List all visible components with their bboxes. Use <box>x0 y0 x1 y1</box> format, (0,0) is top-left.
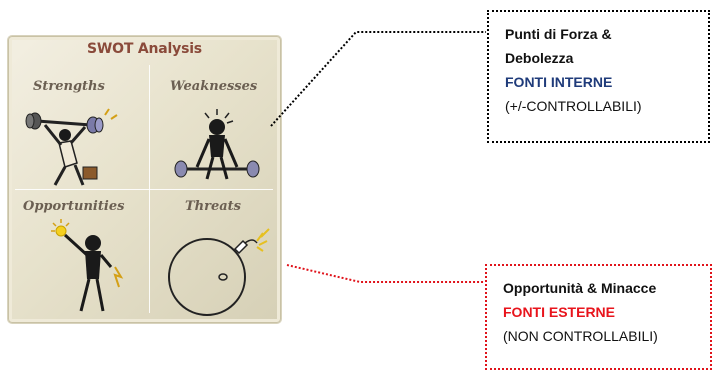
swot-card: SWOT Analysis Strengths Weaknesses Oppor… <box>8 36 281 323</box>
weaknesses-label: Weaknesses <box>170 79 258 94</box>
external-sources-heading: FONTI ESTERNE <box>503 304 616 320</box>
external-sources-box: Opportunità & Minacce FONTI ESTERNE (NON… <box>485 264 712 370</box>
internal-sources-box: Punti di Forza & Debolezza FONTI INTERNE… <box>487 10 710 143</box>
external-controllability: (NON CONTROLLABILI) <box>503 328 658 344</box>
bomb-icon <box>168 228 270 316</box>
opportunity-figure-icon <box>51 219 124 312</box>
threats-label: Threats <box>185 199 241 214</box>
internal-sources-heading: FONTI INTERNE <box>505 74 613 90</box>
weightlifter-weak-icon <box>174 109 260 180</box>
horizontal-divider <box>15 189 273 190</box>
internal-line-2: Debolezza <box>505 50 574 66</box>
external-line-1: Opportunità & Minacce <box>503 280 657 296</box>
internal-controllability: (+/-CONTROLLABILI) <box>505 98 642 114</box>
swot-title: SWOT Analysis <box>87 41 202 57</box>
strengths-label: Strengths <box>33 79 105 94</box>
opportunities-label: Opportunities <box>23 199 125 214</box>
weightlifter-strong-icon <box>25 108 118 186</box>
internal-line-1: Punti di Forza & <box>505 26 612 42</box>
